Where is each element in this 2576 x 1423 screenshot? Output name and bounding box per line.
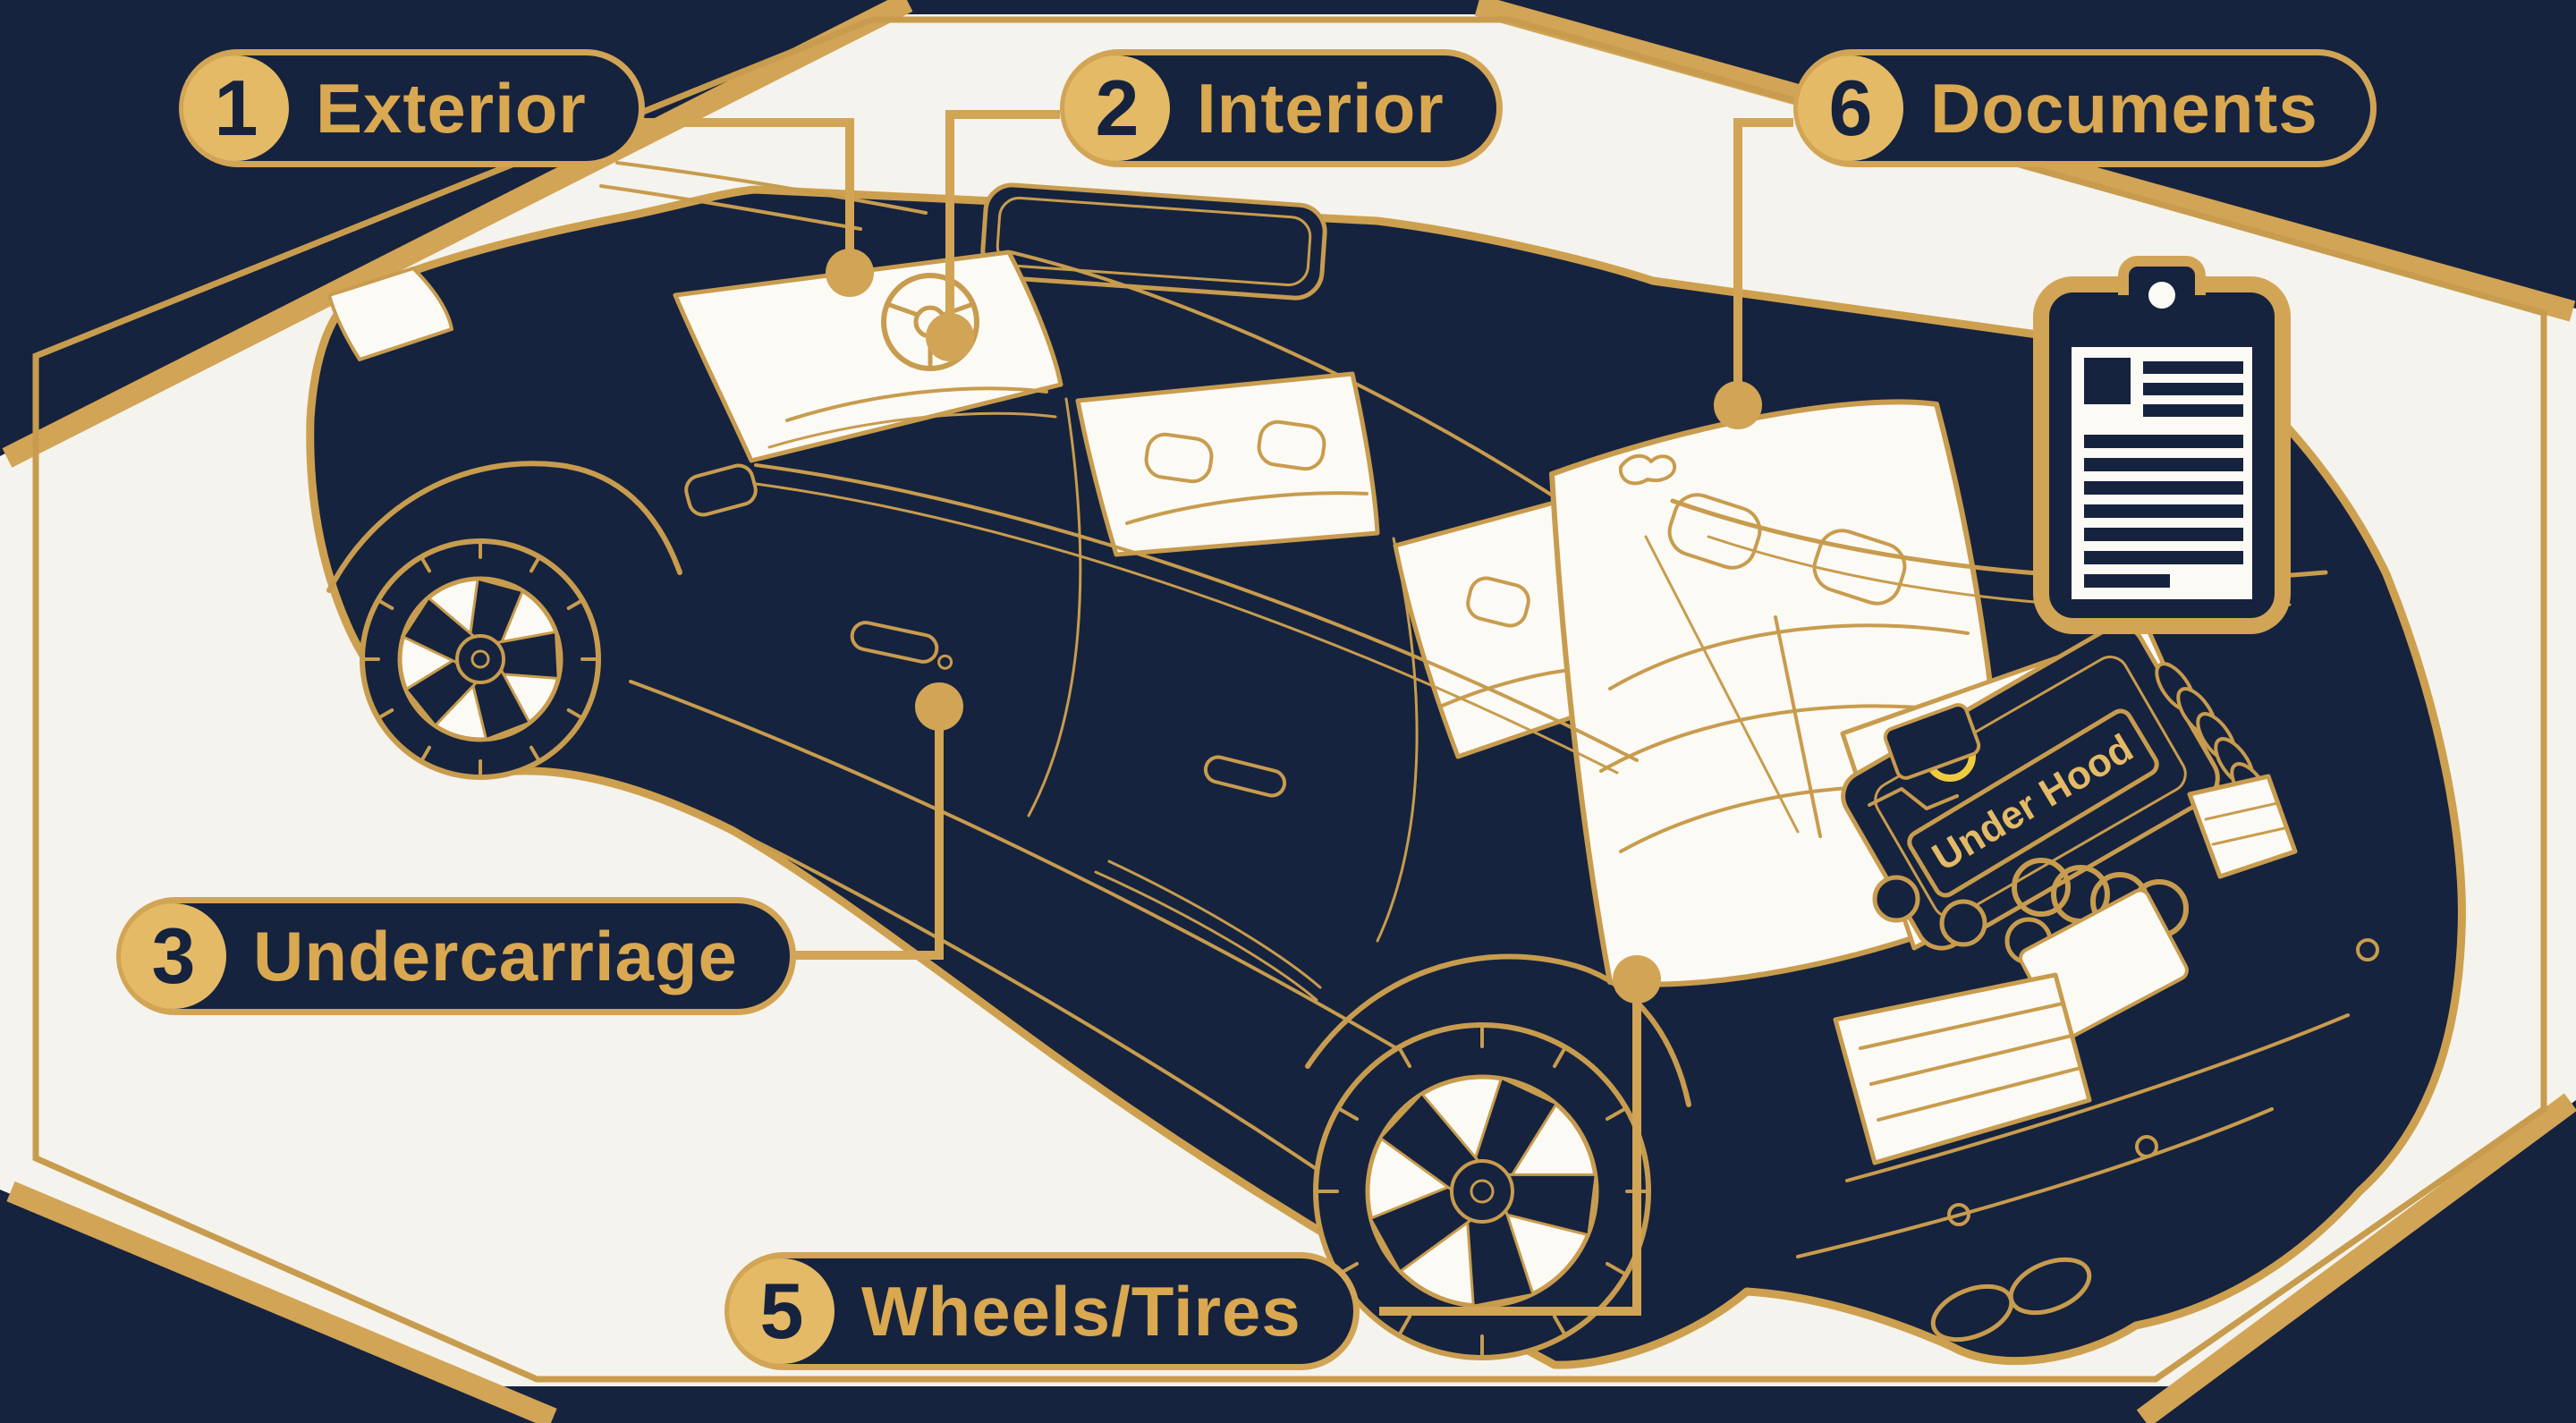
badge-interior-label: Interior (1197, 68, 1445, 148)
taillight-right (2187, 774, 2298, 879)
badge-undercarriage-label: Undercarriage (253, 916, 738, 995)
badge-documents-number: 6 (1798, 55, 1903, 161)
door-handle-front (850, 621, 953, 670)
badge-undercarriage-number: 3 (121, 903, 226, 1009)
frame-border-line (32, 16, 2547, 1383)
door-handle-rear (1203, 755, 1287, 798)
leader-interior (926, 110, 1060, 361)
rear-wheel (1313, 1022, 1651, 1360)
leader-wheels-tires (1379, 955, 1661, 1316)
badge-interior-number: 2 (1064, 55, 1170, 161)
headlight (327, 267, 453, 361)
battery (1883, 703, 1981, 780)
badge-exterior-number: 1 (183, 55, 289, 161)
side-mirror (684, 463, 758, 517)
front-wheel (360, 538, 601, 780)
sunroof (980, 182, 1327, 301)
badge-interior: 2 Interior (1060, 49, 1503, 167)
car-illustration (306, 161, 2466, 1369)
deck-emblem (1618, 453, 1677, 486)
taillight-left (1833, 972, 2092, 1165)
windshield (673, 250, 1063, 463)
badge-wheels-tires-label: Wheels/Tires (861, 1271, 1301, 1351)
leader-lines (617, 110, 1793, 1316)
leader-documents (1714, 118, 1793, 429)
badge-wheels-tires-number: 5 (729, 1258, 835, 1364)
badge-wheels-tires: 5 Wheels/Tires (724, 1252, 1360, 1370)
document-lines (2084, 358, 2243, 588)
exhaust-pipes (1930, 1257, 2092, 1343)
front-side-window (1075, 371, 1380, 557)
badge-documents: 6 Documents (1793, 49, 2377, 167)
leader-undercarriage (780, 682, 963, 960)
badge-undercarriage: 3 Undercarriage (116, 897, 796, 1015)
badge-exterior: 1 Exterior (179, 49, 645, 167)
badge-exterior-label: Exterior (316, 68, 587, 148)
badge-documents-label: Documents (1930, 68, 2318, 148)
clipboard-document-icon (2033, 256, 2291, 634)
leader-exterior (617, 118, 874, 297)
